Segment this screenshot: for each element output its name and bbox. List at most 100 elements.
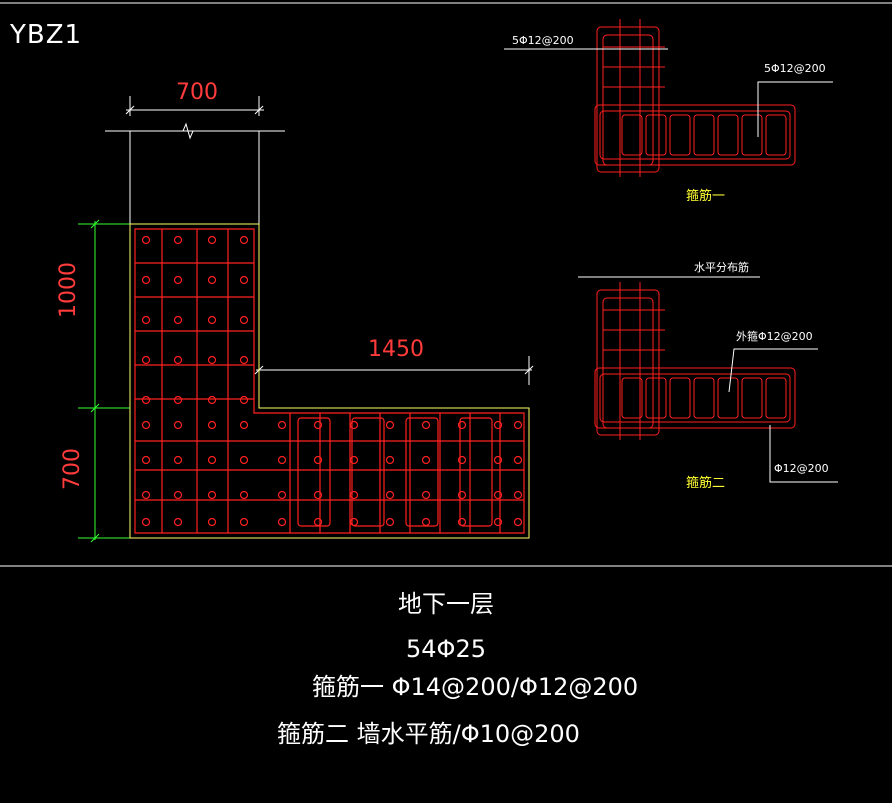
rebar-dot bbox=[277, 455, 287, 465]
dimension-left bbox=[78, 219, 130, 543]
inner-stirrup bbox=[351, 417, 385, 527]
rebar-dot bbox=[141, 235, 151, 245]
rebar-dot bbox=[385, 455, 395, 465]
detail-small-stirrup bbox=[741, 377, 763, 419]
rebar-dot bbox=[207, 275, 217, 285]
rebar-dot bbox=[513, 420, 523, 430]
rebar-dot bbox=[141, 455, 151, 465]
detail-two-caption: 箍筋二 bbox=[686, 476, 726, 491]
rebar-dot bbox=[239, 395, 249, 405]
detail-small-stirrup bbox=[621, 114, 643, 156]
rebar-dot bbox=[239, 315, 249, 325]
rebar-dot bbox=[239, 355, 249, 365]
rebar-dot bbox=[239, 275, 249, 285]
rebar-dot bbox=[513, 455, 523, 465]
rebar-dot bbox=[493, 420, 503, 430]
detail-one-label-right: 5Φ12@200 bbox=[764, 62, 826, 75]
rebar-dot bbox=[239, 455, 249, 465]
rebar-dot bbox=[173, 395, 183, 405]
rebar-dot bbox=[421, 420, 431, 430]
rebar-dot bbox=[457, 455, 467, 465]
dimension-top-width bbox=[125, 96, 264, 116]
detail-leg-stirrup-inner bbox=[599, 110, 791, 160]
rebar-dot bbox=[239, 235, 249, 245]
dimension-leg-length-label: 1450 bbox=[368, 337, 424, 362]
rebar-dot bbox=[173, 490, 183, 500]
outer-stirrup bbox=[134, 228, 525, 534]
annotation-stirrup-two: 箍筋二 墙水平筋/Φ10@200 bbox=[277, 720, 580, 748]
detail-small-stirrup bbox=[669, 114, 691, 156]
rebar-dot bbox=[141, 490, 151, 500]
rebar-dot bbox=[173, 455, 183, 465]
rebar-dot bbox=[421, 490, 431, 500]
rebar-dot bbox=[141, 420, 151, 430]
detail-column-stirrup bbox=[596, 289, 660, 436]
rebar-dot bbox=[385, 490, 395, 500]
detail-small-stirrup bbox=[645, 377, 667, 419]
detail-one-caption: 箍筋一 bbox=[686, 189, 726, 204]
rebar-dot bbox=[349, 490, 359, 500]
rebar-dot bbox=[457, 517, 467, 527]
rebar-dot bbox=[173, 420, 183, 430]
rebar-dot bbox=[493, 455, 503, 465]
detail-two-label-top: 水平分布筋 bbox=[694, 261, 749, 274]
rebar-dot bbox=[173, 315, 183, 325]
detail-small-stirrup bbox=[645, 114, 667, 156]
rebar-dot bbox=[349, 455, 359, 465]
rebar-dot bbox=[513, 490, 523, 500]
rebar-dot bbox=[457, 490, 467, 500]
detail-two-label-bottom: Φ12@200 bbox=[774, 462, 829, 475]
rebar-dot bbox=[313, 455, 323, 465]
detail-leg-stirrup bbox=[594, 367, 796, 429]
rebar-dot bbox=[313, 490, 323, 500]
rebar-dot bbox=[207, 355, 217, 365]
detail-stirrup-two bbox=[594, 282, 796, 440]
column-outline bbox=[129, 223, 530, 539]
detail-small-stirrup bbox=[621, 377, 643, 419]
rebar-dot bbox=[141, 355, 151, 365]
rebar-dot bbox=[493, 517, 503, 527]
detail-leg-stirrup-inner bbox=[599, 373, 791, 423]
detail-small-stirrup bbox=[717, 377, 739, 419]
dimension-top-width-label: 700 bbox=[176, 80, 218, 105]
rebar-dot bbox=[141, 275, 151, 285]
rebar-dot bbox=[421, 517, 431, 527]
rebar-dot bbox=[173, 275, 183, 285]
detail-leg-stirrup bbox=[594, 104, 796, 166]
annotation-main-bars: 54Φ25 bbox=[406, 635, 486, 663]
rebar-dot bbox=[349, 420, 359, 430]
rebar-dot bbox=[173, 355, 183, 365]
wall-extension bbox=[105, 122, 285, 224]
rebar-dot bbox=[421, 455, 431, 465]
annotation-stirrup-one: 箍筋一 Φ14@200/Φ12@200 bbox=[312, 673, 639, 701]
rebar-dot bbox=[239, 490, 249, 500]
detail-small-stirrup bbox=[765, 377, 787, 419]
rebar-dot bbox=[207, 517, 217, 527]
inner-stirrup bbox=[459, 417, 493, 527]
leader-lines bbox=[504, 48, 838, 483]
rebar-dot bbox=[277, 517, 287, 527]
rebar-dot bbox=[513, 517, 523, 527]
detail-column-stirrup bbox=[596, 26, 660, 173]
detail-two-label-middle: 外箍Φ12@200 bbox=[736, 330, 813, 343]
rebar-dot bbox=[277, 420, 287, 430]
rebar-dot bbox=[239, 420, 249, 430]
rebar-dot bbox=[141, 395, 151, 405]
detail-one-label-top: 5Φ12@200 bbox=[512, 34, 574, 47]
rebar-dot bbox=[207, 490, 217, 500]
detail-small-stirrup bbox=[717, 114, 739, 156]
rebar-dot bbox=[207, 235, 217, 245]
rebar-dot bbox=[313, 420, 323, 430]
detail-small-stirrup bbox=[669, 377, 691, 419]
rebar-dot bbox=[457, 420, 467, 430]
rebar-dot bbox=[173, 517, 183, 527]
rebar-dot bbox=[207, 315, 217, 325]
detail-small-stirrup bbox=[693, 377, 715, 419]
rebar-dot bbox=[239, 517, 249, 527]
rebar-dot bbox=[207, 420, 217, 430]
rebar-dot bbox=[349, 517, 359, 527]
main-rebar-cage bbox=[134, 228, 525, 534]
rebar-dot bbox=[207, 395, 217, 405]
rebar-dot bbox=[207, 455, 217, 465]
